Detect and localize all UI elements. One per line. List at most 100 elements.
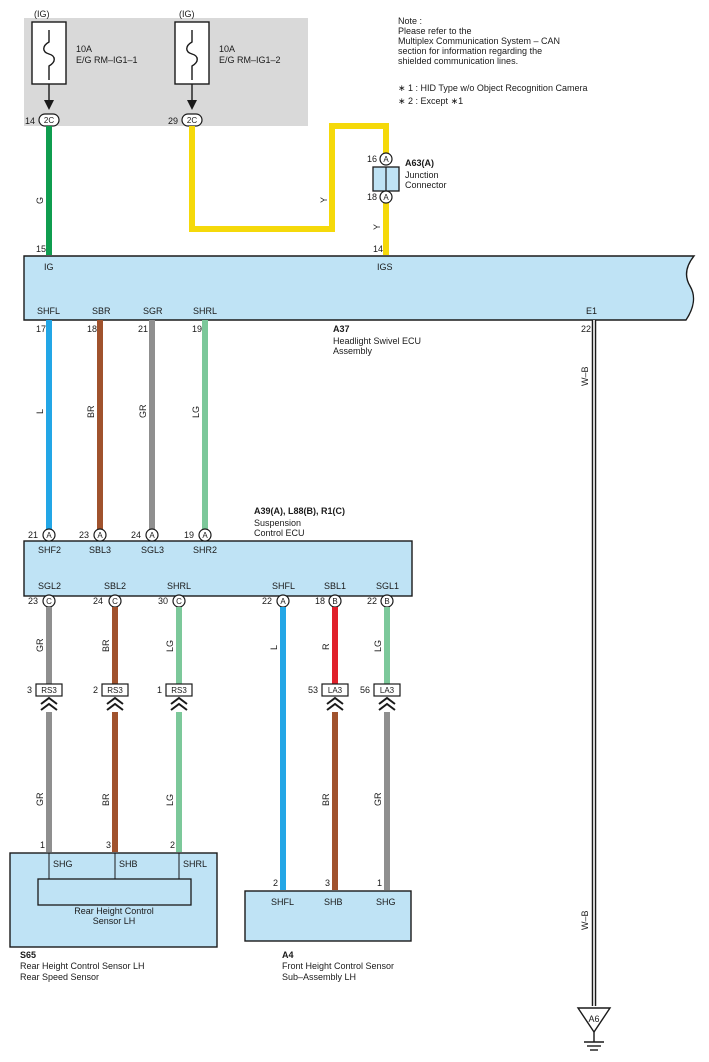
front-label-shb: SHB — [324, 897, 343, 907]
ecu-pin-17: 17 — [36, 324, 46, 334]
ecu-label-sgr: SGR — [143, 306, 163, 316]
inline-pin-2: 1 — [157, 685, 162, 695]
inline-connector-3: 53 LA3 — [308, 683, 349, 711]
headlight-ecu-name-1: Assembly — [333, 346, 373, 356]
fuse2-pin: 29 — [168, 116, 178, 126]
wire-l-low-label: L — [269, 645, 279, 650]
susp-bot-pin-2: 30 — [158, 596, 168, 606]
inline-chevron-icon-4 — [378, 696, 396, 711]
susp-top-pin-2: 24 — [131, 530, 141, 540]
susp-bot-conn-4-label: B — [332, 597, 337, 606]
wire-lg2-low-up-label: LG — [373, 640, 383, 652]
headlight-ecu-name-0: Headlight Swivel ECU — [333, 336, 421, 346]
note-line-4: shielded communication lines. — [398, 56, 518, 66]
fuse2-icon — [186, 30, 198, 80]
fuse2-rating: 10A — [219, 44, 235, 54]
inline-chevron-icon-3 — [326, 696, 344, 711]
headlight-ecu-code: A37 — [333, 324, 350, 334]
susp-bot-conn-5-label: B — [384, 597, 389, 606]
wire-y1-label: Y — [319, 197, 329, 203]
rear-pin-0: 1 — [40, 840, 45, 850]
inline-connector-1: 2 RS3 — [93, 683, 129, 711]
front-pin-0: 2 — [273, 878, 278, 888]
front-sensor-code: A4 — [282, 950, 294, 960]
ecu-label-shrl: SHRL — [193, 306, 217, 316]
wire-r-low-up-label: R — [321, 643, 331, 650]
rear-label-shb: SHB — [119, 859, 138, 869]
wire-y2-label: Y — [372, 224, 382, 230]
wire-lg-low-up-label: LG — [165, 640, 175, 652]
junction-top-conn-label: A — [383, 155, 389, 164]
fuse1-pin: 14 — [25, 116, 35, 126]
ecu-label-sbr: SBR — [92, 306, 111, 316]
susp-bot-pin-0: 23 — [28, 596, 38, 606]
inline-connector-4: 56 LA3 — [360, 683, 401, 711]
inline-chevron-icon-1 — [106, 696, 124, 711]
inline-code-3: LA3 — [328, 686, 343, 695]
susp-bot-conn-0-label: C — [46, 597, 52, 606]
rear-sensor-code: S65 — [20, 950, 36, 960]
junction-name-1: Connector — [405, 180, 447, 190]
inline-pin-4: 56 — [360, 685, 370, 695]
note-line-2: Multiplex Communication System – CAN — [398, 36, 560, 46]
junction-bottom-conn-label: A — [383, 193, 389, 202]
susp-bot-conn-3-label: A — [280, 597, 286, 606]
ground-code: A6 — [588, 1014, 599, 1024]
wire-lg-mid-label: LG — [191, 406, 201, 418]
junction-bottom-pin: 18 — [367, 192, 377, 202]
wire-g-label: G — [35, 197, 45, 204]
inline-box-3 — [321, 683, 349, 697]
inline-chevron-icon-0 — [40, 696, 58, 711]
inline-box-4 — [373, 683, 401, 697]
wire-gr2-low-down-label: GR — [373, 792, 383, 806]
rear-sensor-name-1: Rear Speed Sensor — [20, 972, 99, 982]
susp-bot-conn-2-label: C — [176, 597, 182, 606]
inline-pin-0: 3 — [27, 685, 32, 695]
susp-top-conn-3-label: A — [202, 531, 208, 540]
fuse1-rating: 10A — [76, 44, 92, 54]
rear-sensor-name-0: Rear Height Control Sensor LH — [20, 961, 145, 971]
susp-top-conn-1 — [93, 528, 107, 542]
fuse1-ig-label: (IG) — [34, 9, 50, 19]
susp-label-sgl2: SGL2 — [38, 581, 61, 591]
rear-sensor-inner-box — [37, 878, 192, 906]
front-pin-2: 1 — [377, 878, 382, 888]
inline-connector-0: 3 RS3 — [27, 683, 63, 711]
fuse1-name: E/G RM–IG1–1 — [76, 55, 138, 65]
susp-top-conn-2 — [145, 528, 159, 542]
junction-name-0: Junction — [405, 170, 439, 180]
rear-pin-1: 3 — [106, 840, 111, 850]
suspension-ecu-name-1: Control ECU — [254, 528, 305, 538]
inline-code-1: RS3 — [107, 686, 123, 695]
ecu-label-e1: E1 — [586, 306, 597, 316]
fuse1-icon — [43, 30, 55, 80]
front-label-shg: SHG — [376, 897, 396, 907]
susp-bot-conn-1-label: C — [112, 597, 118, 606]
inline-box-1 — [101, 683, 129, 697]
front-label-shfl: SHFL — [271, 897, 294, 907]
inline-pin-3: 53 — [308, 685, 318, 695]
inline-code-0: RS3 — [41, 686, 57, 695]
wire-l-mid-label: L — [35, 409, 45, 414]
wire-br-low-down-label: BR — [101, 793, 111, 806]
ecu-pin-19: 19 — [192, 324, 202, 334]
ecu-pin-ig: 15 — [36, 244, 46, 254]
susp-bot-pin-4: 18 — [315, 596, 325, 606]
fuse2-name: E/G RM–IG1–2 — [219, 55, 281, 65]
rear-label-shrl: SHRL — [183, 859, 207, 869]
wire-gr-low-down-label: GR — [35, 792, 45, 806]
junction-top-pin: 16 — [367, 154, 377, 164]
ecu-label-igs: IGS — [377, 262, 393, 272]
susp-top-conn-1-label: A — [97, 531, 103, 540]
susp-top-conn-0 — [42, 528, 56, 542]
wire-gr-mid-label: GR — [138, 404, 148, 418]
wire-br2-low-down-label: BR — [321, 793, 331, 806]
fuse1-conn: 2C — [44, 116, 54, 125]
susp-label-shfl: SHFL — [272, 581, 295, 591]
wire-br-low-up-label: BR — [101, 639, 111, 652]
inline-code-4: LA3 — [380, 686, 395, 695]
susp-label-sgl3: SGL3 — [141, 545, 164, 555]
footnote-1: ∗ 1 : HID Type w/o Object Recognition Ca… — [398, 83, 587, 93]
ecu-label-shfl: SHFL — [37, 306, 60, 316]
